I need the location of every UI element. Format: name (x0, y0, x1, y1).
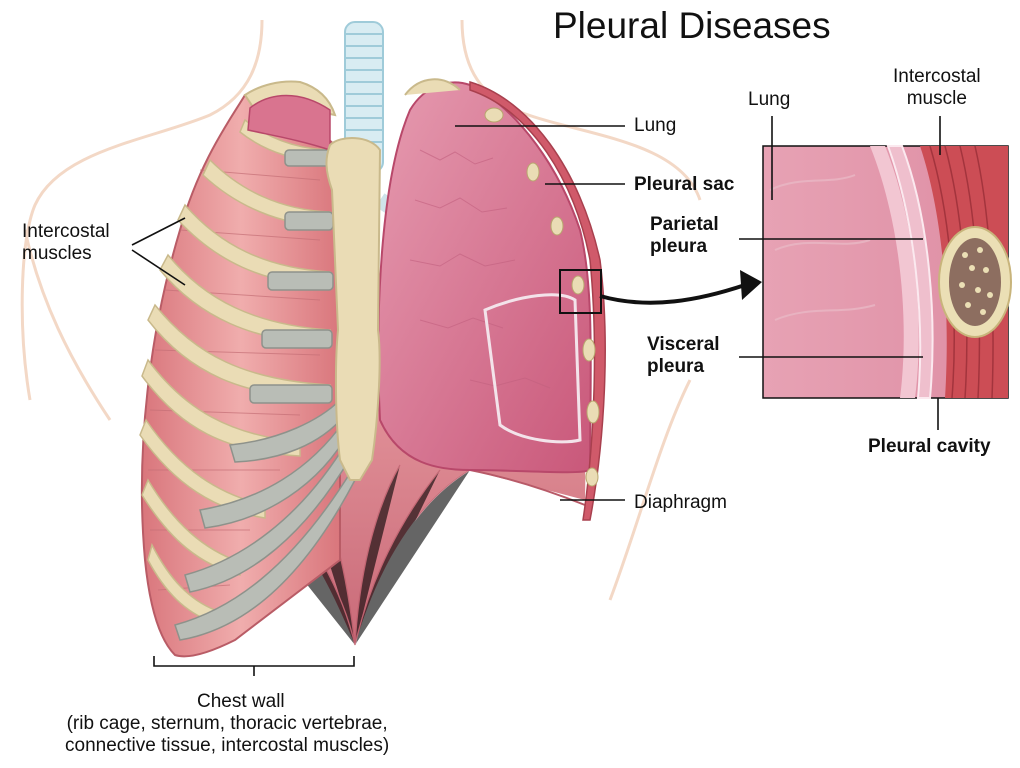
page-title: Pleural Diseases (553, 5, 831, 46)
inset-label-parietal-pleura: Parietal pleura (650, 214, 719, 257)
pleural-sac-wall (469, 80, 606, 521)
body-outline (20, 19, 702, 601)
inset-label-intercostal-muscle: Intercostal muscle (893, 66, 981, 109)
label-chest-wall: Chest wall (197, 691, 285, 712)
label-pleural-sac: Pleural sac (634, 174, 735, 195)
inset-label-lung: Lung (748, 89, 791, 110)
label-intercostal-muscles: Intercostal muscles (22, 221, 110, 264)
detail-callout-box (559, 269, 602, 314)
left-lung (377, 78, 592, 474)
right-rib-cage (139, 80, 356, 658)
label-lung: Lung (634, 115, 677, 136)
label-diaphragm: Diaphragm (634, 492, 727, 513)
sternum (325, 137, 382, 481)
callout-arrow (599, 283, 746, 305)
inset-label-visceral-pleura: Visceral pleura (647, 334, 720, 377)
label-chest-wall-detail: (rib cage, sternum, thoracic vertebrae, … (65, 713, 390, 756)
inset-label-pleural-cavity: Pleural cavity (868, 436, 991, 457)
leader-lines (131, 116, 941, 676)
inset-detail (762, 145, 1012, 399)
